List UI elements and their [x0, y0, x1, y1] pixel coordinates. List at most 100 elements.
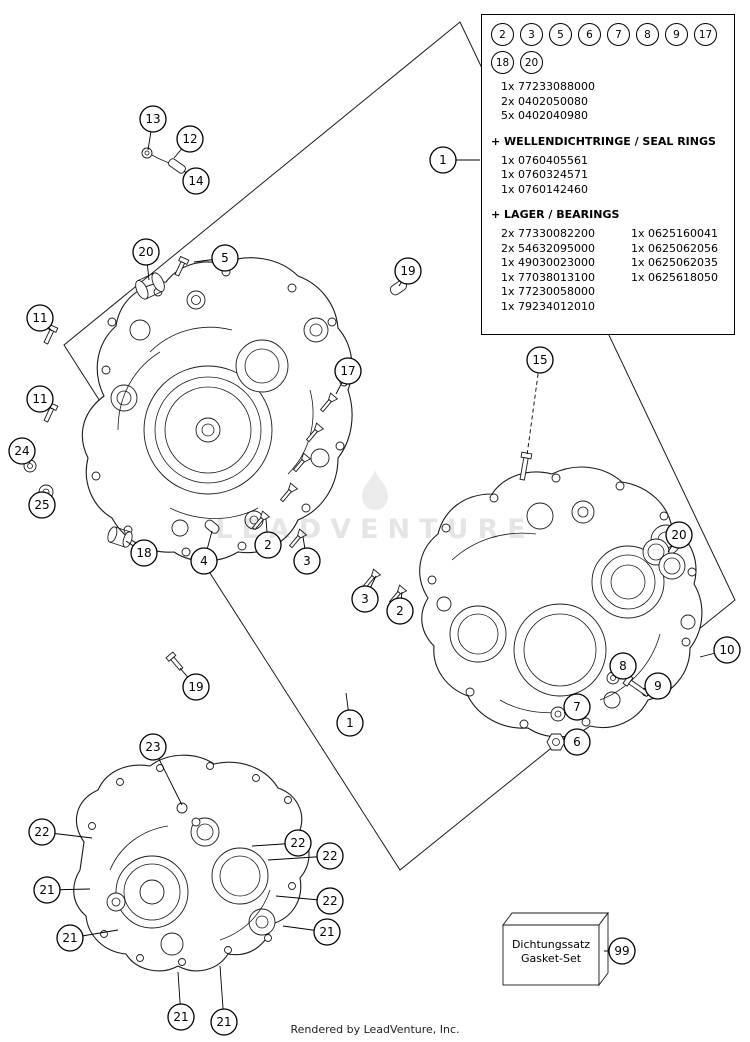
part-number: 1x 49030023000: [501, 256, 595, 269]
gasket-set-label: Dichtungssatz Gasket-Set: [503, 938, 599, 966]
svg-text:12: 12: [182, 132, 197, 146]
svg-text:3: 3: [361, 592, 369, 606]
svg-text:8: 8: [619, 659, 627, 673]
gasket-set-label-de: Dichtungssatz: [511, 938, 591, 951]
callout-4: 4: [190, 530, 218, 575]
callout-22: 22: [275, 887, 344, 915]
part-number: 2x 0402050080: [501, 94, 588, 108]
plug-6-7-art: [546, 706, 566, 751]
callout-9: 9: [642, 672, 672, 700]
part-number: 1x 0760405561: [501, 153, 588, 167]
svg-text:21: 21: [319, 925, 334, 939]
svg-text:2: 2: [396, 604, 404, 618]
svg-text:1: 1: [439, 153, 447, 167]
part-number: 1x 77230058000: [501, 285, 595, 298]
callout-21: 21: [282, 918, 341, 946]
gasket-set-label-en: Gasket-Set: [520, 952, 582, 965]
part-number: 1x 79234012010: [501, 299, 595, 313]
callout-18: 18: [125, 539, 158, 567]
callout-20: 20: [132, 238, 160, 281]
svg-text:19: 19: [188, 680, 203, 694]
part-callout-badge: 5: [549, 23, 572, 46]
part-callout-badge: 20: [520, 51, 543, 74]
callout-22: 22: [267, 842, 344, 870]
svg-text:22: 22: [322, 894, 337, 908]
svg-text:5: 5: [221, 251, 229, 265]
part-number: 1x 0625062056: [631, 241, 718, 255]
part-number: 2x 77330082200: [501, 227, 595, 240]
callout-5: 5: [193, 244, 239, 272]
svg-text:23: 23: [145, 740, 160, 754]
callout-12: 12: [173, 125, 204, 159]
svg-text:21: 21: [216, 1015, 231, 1029]
svg-text:10: 10: [719, 643, 734, 657]
leadventure-logo-watermark-icon: [362, 470, 388, 510]
svg-text:20: 20: [138, 245, 153, 259]
part-callout-badge: 2: [491, 23, 514, 46]
callout-99: 99: [604, 937, 636, 965]
callout-23: 23: [139, 733, 183, 806]
svg-text:99: 99: [614, 944, 629, 958]
svg-text:11: 11: [32, 392, 47, 406]
callout-19: 19: [394, 257, 422, 287]
callout-25: 25: [28, 491, 56, 519]
part-number: 1x 77038013100: [501, 270, 595, 284]
svg-text:9: 9: [654, 679, 662, 693]
svg-text:1: 1: [346, 716, 354, 730]
svg-text:18: 18: [136, 546, 151, 560]
part-callout-badge: 18: [491, 51, 514, 74]
part-number: 1x 0625062035: [631, 256, 718, 269]
part-callout-badge: 9: [665, 23, 688, 46]
bushing-20-left-art: [135, 272, 165, 300]
svg-text:21: 21: [39, 883, 54, 897]
callout-8: 8: [609, 652, 637, 680]
callout-21: 21: [210, 965, 238, 1036]
callout-11: 11: [26, 304, 54, 332]
seal-rings-heading: + WELLENDICHTRINGE / SEAL RINGS: [491, 134, 716, 148]
callout-15: 15: [526, 346, 554, 456]
svg-text:24: 24: [14, 444, 29, 458]
part-number: 2x 54632095000: [501, 241, 595, 255]
bottom-crankcase-art: [73, 754, 310, 972]
seal-rings-20-right-art: [642, 538, 686, 580]
part-callout-badge: 17: [694, 23, 717, 46]
part-callout-badge: 6: [578, 23, 601, 46]
callout-19: 19: [179, 667, 210, 701]
callout-21: 21: [33, 876, 91, 904]
dowel-4-art: [204, 519, 220, 534]
callout-13: 13: [139, 105, 167, 151]
callout-1: 1: [429, 146, 480, 174]
svg-text:22: 22: [290, 836, 305, 850]
callout-14: 14: [182, 167, 210, 195]
callout-10: 10: [699, 636, 741, 664]
svg-text:6: 6: [573, 735, 581, 749]
callout-24: 24: [8, 437, 36, 465]
callout-21: 21: [167, 971, 195, 1031]
svg-text:4: 4: [200, 554, 208, 568]
callout-22: 22: [28, 818, 93, 846]
svg-text:20: 20: [671, 528, 686, 542]
callout-2: 2: [386, 591, 414, 625]
part-number: 1x 0760324571: [501, 168, 588, 181]
callout-11: 11: [26, 385, 54, 413]
bearings-heading: + LAGER / BEARINGS: [491, 208, 620, 221]
callout-17: 17: [334, 357, 362, 395]
callout-22: 22: [251, 829, 312, 857]
left-crankcase-art: [81, 257, 353, 562]
part-callout-badge: 7: [607, 23, 630, 46]
svg-text:2: 2: [264, 538, 272, 552]
part-number: 1x 0625618050: [631, 270, 718, 284]
svg-text:19: 19: [400, 264, 415, 278]
part-number: 1x 0760142460: [501, 182, 588, 196]
svg-text:13: 13: [145, 112, 160, 126]
part-number: 1x 77233088000: [501, 80, 595, 93]
